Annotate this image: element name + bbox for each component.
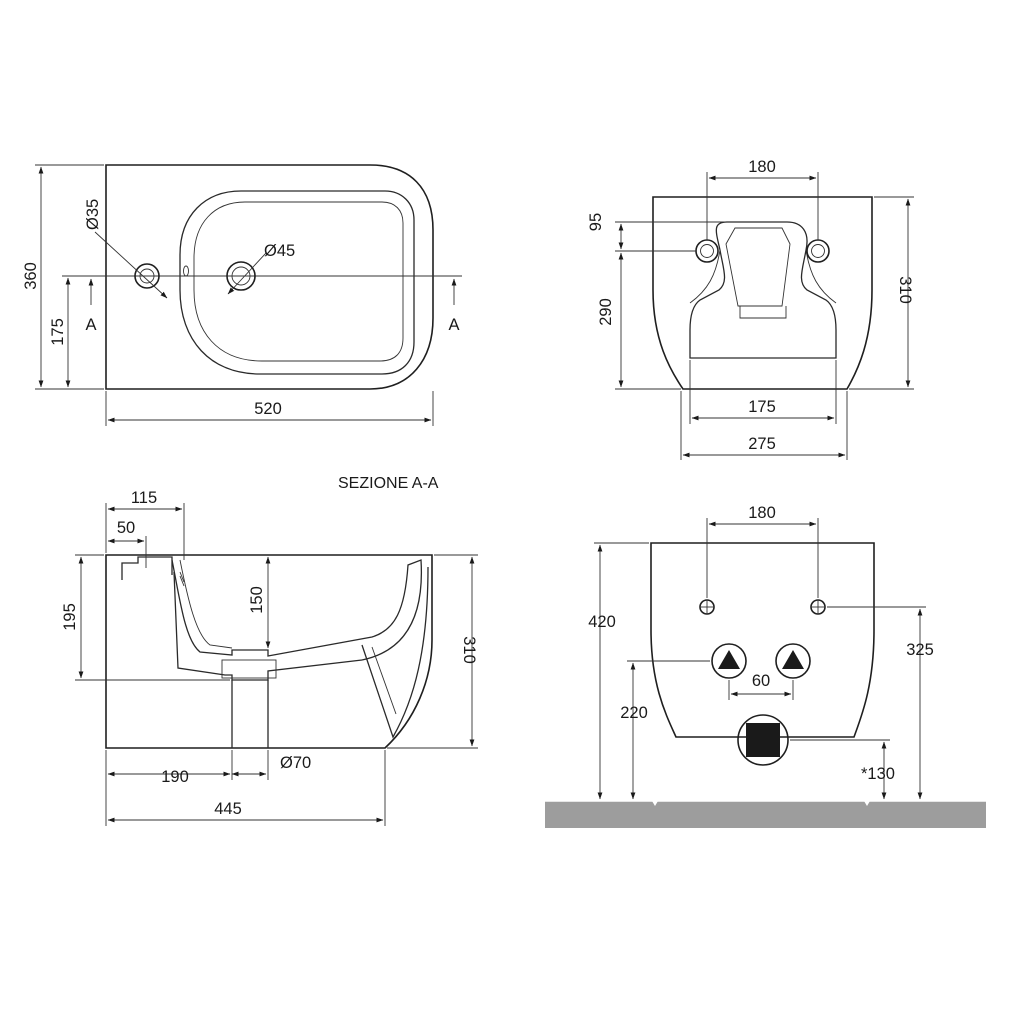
dim-325: 325: [906, 641, 934, 659]
installation-outline: [650, 542, 875, 738]
outlet-step: [739, 306, 787, 319]
drain-connection-square: [746, 723, 780, 757]
dim-50: 50: [117, 519, 135, 537]
fixing-hole-right-inner: [811, 244, 825, 258]
section-outline: [105, 554, 433, 749]
dim-420: 420: [588, 613, 616, 631]
drain-leader: [227, 252, 267, 295]
dim-depth: 360: [22, 262, 40, 290]
dim-445: 445: [214, 800, 242, 818]
drain-hole: [226, 261, 256, 291]
section-marker-right: A: [448, 316, 459, 334]
fixing-hole-left-inner: [700, 244, 714, 258]
installation-view: 180 420 220 60 325 *130: [545, 504, 986, 828]
outlet-inner: [725, 227, 791, 307]
rear-view-outline: [652, 196, 873, 390]
drain-hole-inner: [231, 266, 251, 286]
bowl-wall-outer: [173, 571, 363, 681]
dim-section-height: 310: [460, 636, 478, 664]
tap-deck: [121, 556, 173, 580]
tap-hole-leader: [94, 231, 168, 299]
floor-notch: [864, 801, 870, 806]
dim-axis-offset: 175: [49, 318, 67, 346]
tap-indicator: [179, 571, 185, 587]
bowl-outer-rim: [179, 190, 415, 375]
dim-length: 520: [254, 400, 282, 418]
overflow-hole: [183, 265, 189, 277]
dim-outlet-height: 290: [597, 298, 615, 326]
floor-notch: [652, 801, 658, 806]
dim-base-width: 275: [748, 435, 776, 453]
dim-195: 195: [61, 603, 79, 631]
dim-outlet-diameter: Ø70: [280, 754, 311, 772]
drain-connection: [737, 714, 789, 766]
tap-hole: [134, 263, 160, 289]
water-inlet-left: [711, 643, 747, 679]
rear-view: 180 95 290 310 175 275: [587, 158, 914, 460]
bowl-inner-rim: [193, 201, 404, 362]
fixing-hole-left: [695, 239, 719, 263]
top-view: Ø35 Ø45 360 175 A A 520: [22, 164, 462, 426]
bowl-wall-inner: [179, 559, 233, 649]
dim-diameter-hole: Ø35: [84, 199, 102, 230]
floor-slab: [545, 801, 986, 828]
dim-fixing-spacing: 180: [748, 158, 776, 176]
outlet-body: [689, 221, 837, 359]
top-view-outline: [105, 164, 434, 390]
section-marker-left: A: [85, 316, 96, 334]
dim-130: *130: [861, 765, 895, 783]
dim-115: 115: [131, 489, 157, 507]
dim-outlet-width: 175: [748, 398, 776, 416]
dim-fixing-height: 95: [587, 213, 605, 231]
outlet-curve-left: [689, 249, 721, 304]
water-inlet-right-arrow: [782, 650, 804, 669]
dim-diameter-drain: Ø45: [264, 242, 295, 260]
front-support-inner: [371, 646, 397, 715]
dim-220: 220: [620, 704, 648, 722]
bowl-wall: [171, 559, 423, 661]
water-inlet-right: [775, 643, 811, 679]
dim-190: 190: [161, 768, 189, 786]
front-support: [361, 566, 429, 739]
dim-height: 310: [896, 276, 914, 304]
dim-fixing-spacing-installation: 180: [748, 504, 776, 522]
outlet-curve-right: [805, 249, 837, 304]
dim-150: 150: [248, 586, 266, 614]
water-inlet-left-arrow: [718, 650, 740, 669]
section-title: SEZIONE A-A: [338, 475, 439, 492]
section-view: SEZIONE A-A 115 50 195 1: [61, 475, 478, 826]
dim-60: 60: [752, 672, 770, 690]
tap-hole-inner: [139, 268, 155, 284]
fixing-hole-right: [806, 239, 830, 263]
drain-fitting: [221, 659, 277, 679]
